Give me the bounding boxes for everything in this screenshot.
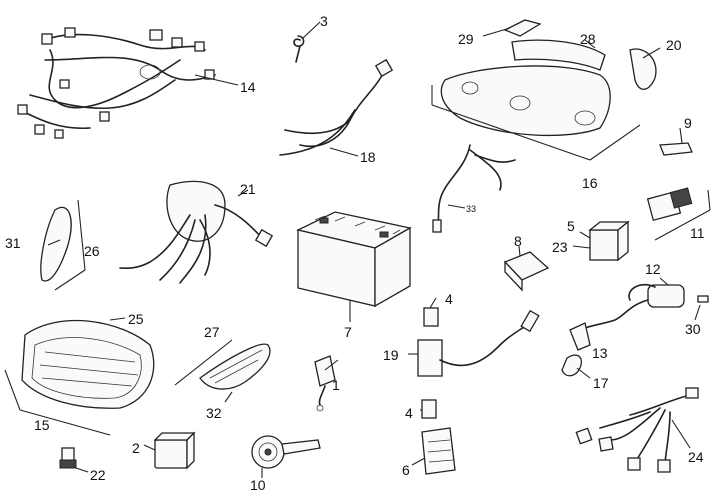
label-16: 16 — [582, 175, 598, 191]
voltage-regulator — [503, 245, 550, 292]
fuse-holder — [408, 297, 540, 475]
label-32: 32 — [206, 405, 222, 421]
label-27: 27 — [204, 324, 220, 340]
small-connector — [59, 447, 89, 473]
label-23: 23 — [552, 239, 568, 255]
cable-harness — [432, 144, 516, 233]
label-29: 29 — [458, 31, 474, 47]
label-11: 11 — [690, 225, 705, 241]
label-17: 17 — [593, 375, 609, 391]
instrument-cluster — [431, 19, 661, 161]
label-14: 14 — [240, 79, 256, 95]
spark-plug-cap — [561, 354, 591, 379]
battery — [296, 211, 412, 322]
label-30: 30 — [685, 321, 701, 337]
label-25: 25 — [128, 311, 144, 327]
horn — [251, 435, 321, 478]
label-2: 2 — [132, 440, 140, 456]
label-3: 3 — [320, 13, 328, 29]
label-4a: 4 — [445, 291, 453, 307]
label-12: 12 — [645, 261, 661, 277]
tail-light — [4, 317, 155, 436]
label-8: 8 — [514, 233, 522, 249]
bulb-socket — [314, 355, 339, 412]
label-21: 21 — [240, 181, 256, 197]
indicator-lens — [174, 339, 271, 403]
label-5: 5 — [567, 218, 575, 234]
label-15: 15 — [34, 417, 50, 433]
label-26: 26 — [84, 243, 100, 259]
small-harness — [279, 58, 394, 157]
label-31: 31 — [5, 235, 21, 251]
label-33: 33 — [466, 204, 476, 214]
headlamp-harness — [119, 180, 274, 284]
label-6: 6 — [402, 462, 410, 478]
label-28: 28 — [580, 31, 596, 47]
relay-module — [572, 220, 630, 262]
hook-part — [293, 21, 321, 63]
label-1: 1 — [332, 377, 340, 393]
flasher-relay — [143, 431, 196, 470]
label-13: 13 — [592, 345, 608, 361]
connector-harness — [575, 387, 699, 473]
main-wiring-harness — [17, 27, 239, 139]
side-panel-part — [40, 199, 86, 291]
label-9: 9 — [684, 115, 692, 131]
label-19: 19 — [383, 347, 399, 363]
label-7: 7 — [344, 324, 352, 340]
label-10: 10 — [250, 477, 266, 493]
small-plate-part — [659, 127, 693, 156]
ignition-coil — [569, 277, 709, 351]
part-number-labels: 1 2 3 4 4 5 6 7 8 9 10 11 12 13 14 15 16… — [5, 13, 705, 493]
label-24: 24 — [688, 449, 704, 465]
label-4b: 4 — [405, 405, 413, 421]
label-22: 22 — [90, 467, 106, 483]
label-18: 18 — [360, 149, 376, 165]
connector-part — [646, 187, 711, 241]
label-20: 20 — [666, 37, 682, 53]
